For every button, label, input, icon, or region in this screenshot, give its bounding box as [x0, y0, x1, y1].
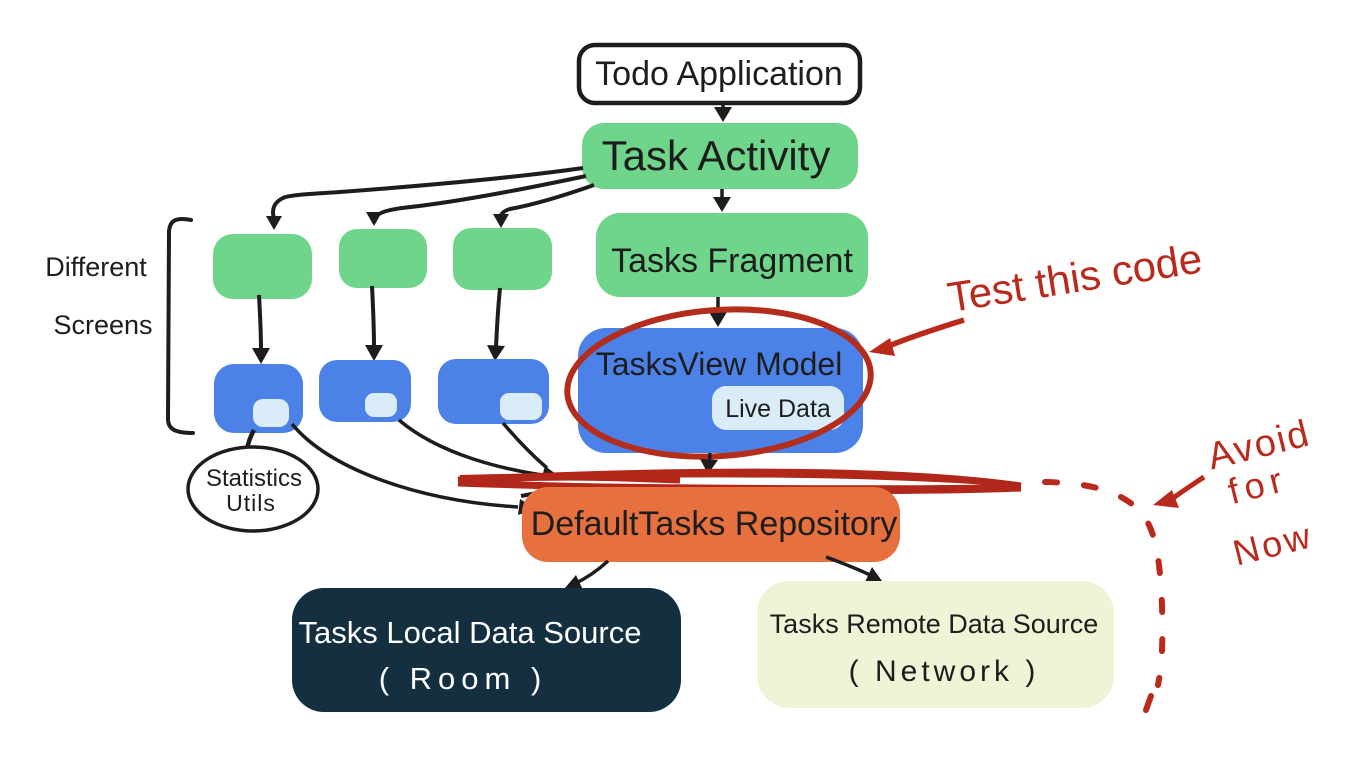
svg-text:Task Activity: Task Activity — [602, 132, 831, 179]
svg-text:DefaultTasks Repository: DefaultTasks Repository — [531, 505, 898, 543]
svg-text:Live Data: Live Data — [725, 395, 831, 423]
svg-text:Tasks Fragment: Tasks Fragment — [611, 242, 853, 280]
svg-text:Statistics: Statistics — [206, 465, 302, 492]
svg-text:Utils: Utils — [226, 490, 276, 516]
svg-text:Tasks Local Data Source: Tasks Local Data Source — [299, 615, 642, 650]
svg-text:Tasks Remote Data Source: Tasks Remote Data Source — [770, 609, 1099, 639]
svg-text:( Network ): ( Network ) — [849, 655, 1040, 688]
svg-text:Screens: Screens — [53, 310, 152, 340]
svg-text:Todo Application: Todo Application — [595, 55, 843, 93]
svg-text:Different: Different — [45, 252, 147, 282]
svg-text:TasksView Model: TasksView Model — [596, 346, 843, 382]
svg-text:( Room ): ( Room ) — [379, 661, 548, 696]
